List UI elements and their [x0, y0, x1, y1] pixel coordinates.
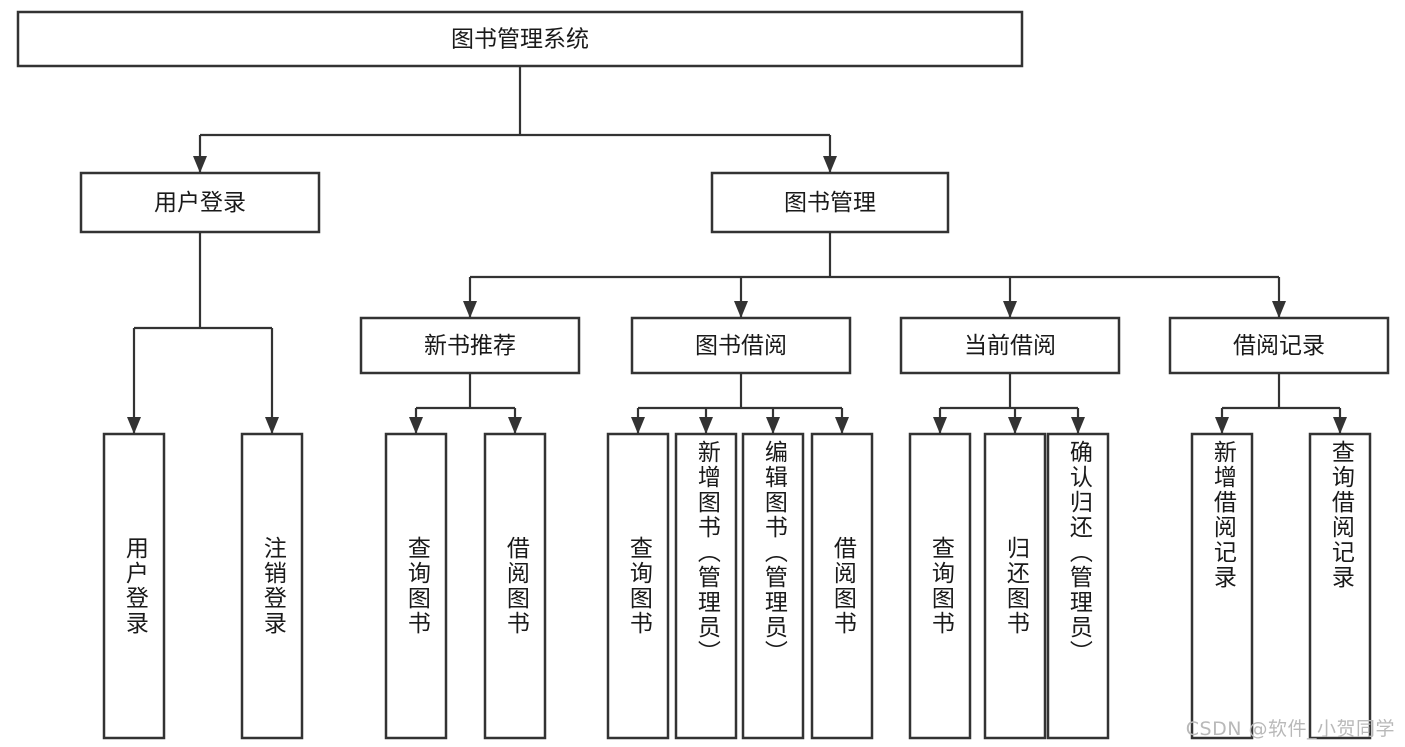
- arrow-head-icon: [699, 417, 713, 434]
- arrow-head-icon: [1272, 301, 1286, 318]
- arrow-head-icon: [823, 156, 837, 173]
- arrow-head-icon: [734, 301, 748, 318]
- level2-node-0[interactable]: [79, 171, 321, 234]
- leaf-node-1-1-0[interactable]: [606, 432, 670, 740]
- node-boxes-layer: [16, 10, 1390, 740]
- leaf-node-1-2-0[interactable]: [908, 432, 972, 740]
- leaf-node-1-1-1[interactable]: [674, 432, 738, 740]
- arrow-head-icon: [508, 417, 522, 434]
- arrow-head-icon: [265, 417, 279, 434]
- arrow-head-icon: [193, 156, 207, 173]
- arrow-head-icon: [835, 417, 849, 434]
- leaf-node-1-1-3[interactable]: [810, 432, 874, 740]
- level3-node-0-0[interactable]: [102, 432, 166, 740]
- root-node-label: 图书管理系统: [451, 27, 589, 53]
- arrow-head-icon: [1071, 417, 1085, 434]
- level2-node-0-label: 用户登录: [154, 190, 246, 216]
- level3-node-1-0-label: 新书推荐: [424, 333, 516, 359]
- level3-node-1-2-label: 当前借阅: [964, 333, 1056, 359]
- root-node[interactable]: [16, 10, 1024, 68]
- level3-node-1-1-label: 图书借阅: [695, 333, 787, 359]
- arrow-head-icon: [1333, 417, 1347, 434]
- level2-node-1[interactable]: [710, 171, 950, 234]
- arrow-head-icon: [1215, 417, 1229, 434]
- level3-node-1-3[interactable]: [1168, 316, 1390, 375]
- leaf-node-1-0-1[interactable]: [483, 432, 547, 740]
- leaf-node-1-0-0[interactable]: [384, 432, 448, 740]
- arrow-head-icon: [409, 417, 423, 434]
- level3-node-1-3-label: 借阅记录: [1233, 333, 1325, 359]
- arrow-head-icon: [1008, 417, 1022, 434]
- level3-node-1-2[interactable]: [899, 316, 1121, 375]
- level2-node-1-label: 图书管理: [784, 190, 876, 216]
- level3-node-1-0[interactable]: [359, 316, 581, 375]
- connectors-layer: [127, 66, 1347, 434]
- level3-node-1-1[interactable]: [630, 316, 852, 375]
- arrow-head-icon: [933, 417, 947, 434]
- arrow-head-icon: [766, 417, 780, 434]
- arrow-head-icon: [1003, 301, 1017, 318]
- leaf-node-1-2-2[interactable]: [1046, 432, 1110, 740]
- watermark-text: CSDN @软件_小贺同学: [1185, 718, 1395, 740]
- arrow-head-icon: [631, 417, 645, 434]
- leaf-node-1-2-1[interactable]: [983, 432, 1047, 740]
- leaf-node-1-3-1[interactable]: [1308, 432, 1372, 740]
- leaf-node-1-1-2[interactable]: [741, 432, 805, 740]
- leaf-node-1-3-0[interactable]: [1190, 432, 1254, 740]
- arrow-head-icon: [127, 417, 141, 434]
- level3-node-0-1[interactable]: [240, 432, 304, 740]
- arrow-head-icon: [463, 301, 477, 318]
